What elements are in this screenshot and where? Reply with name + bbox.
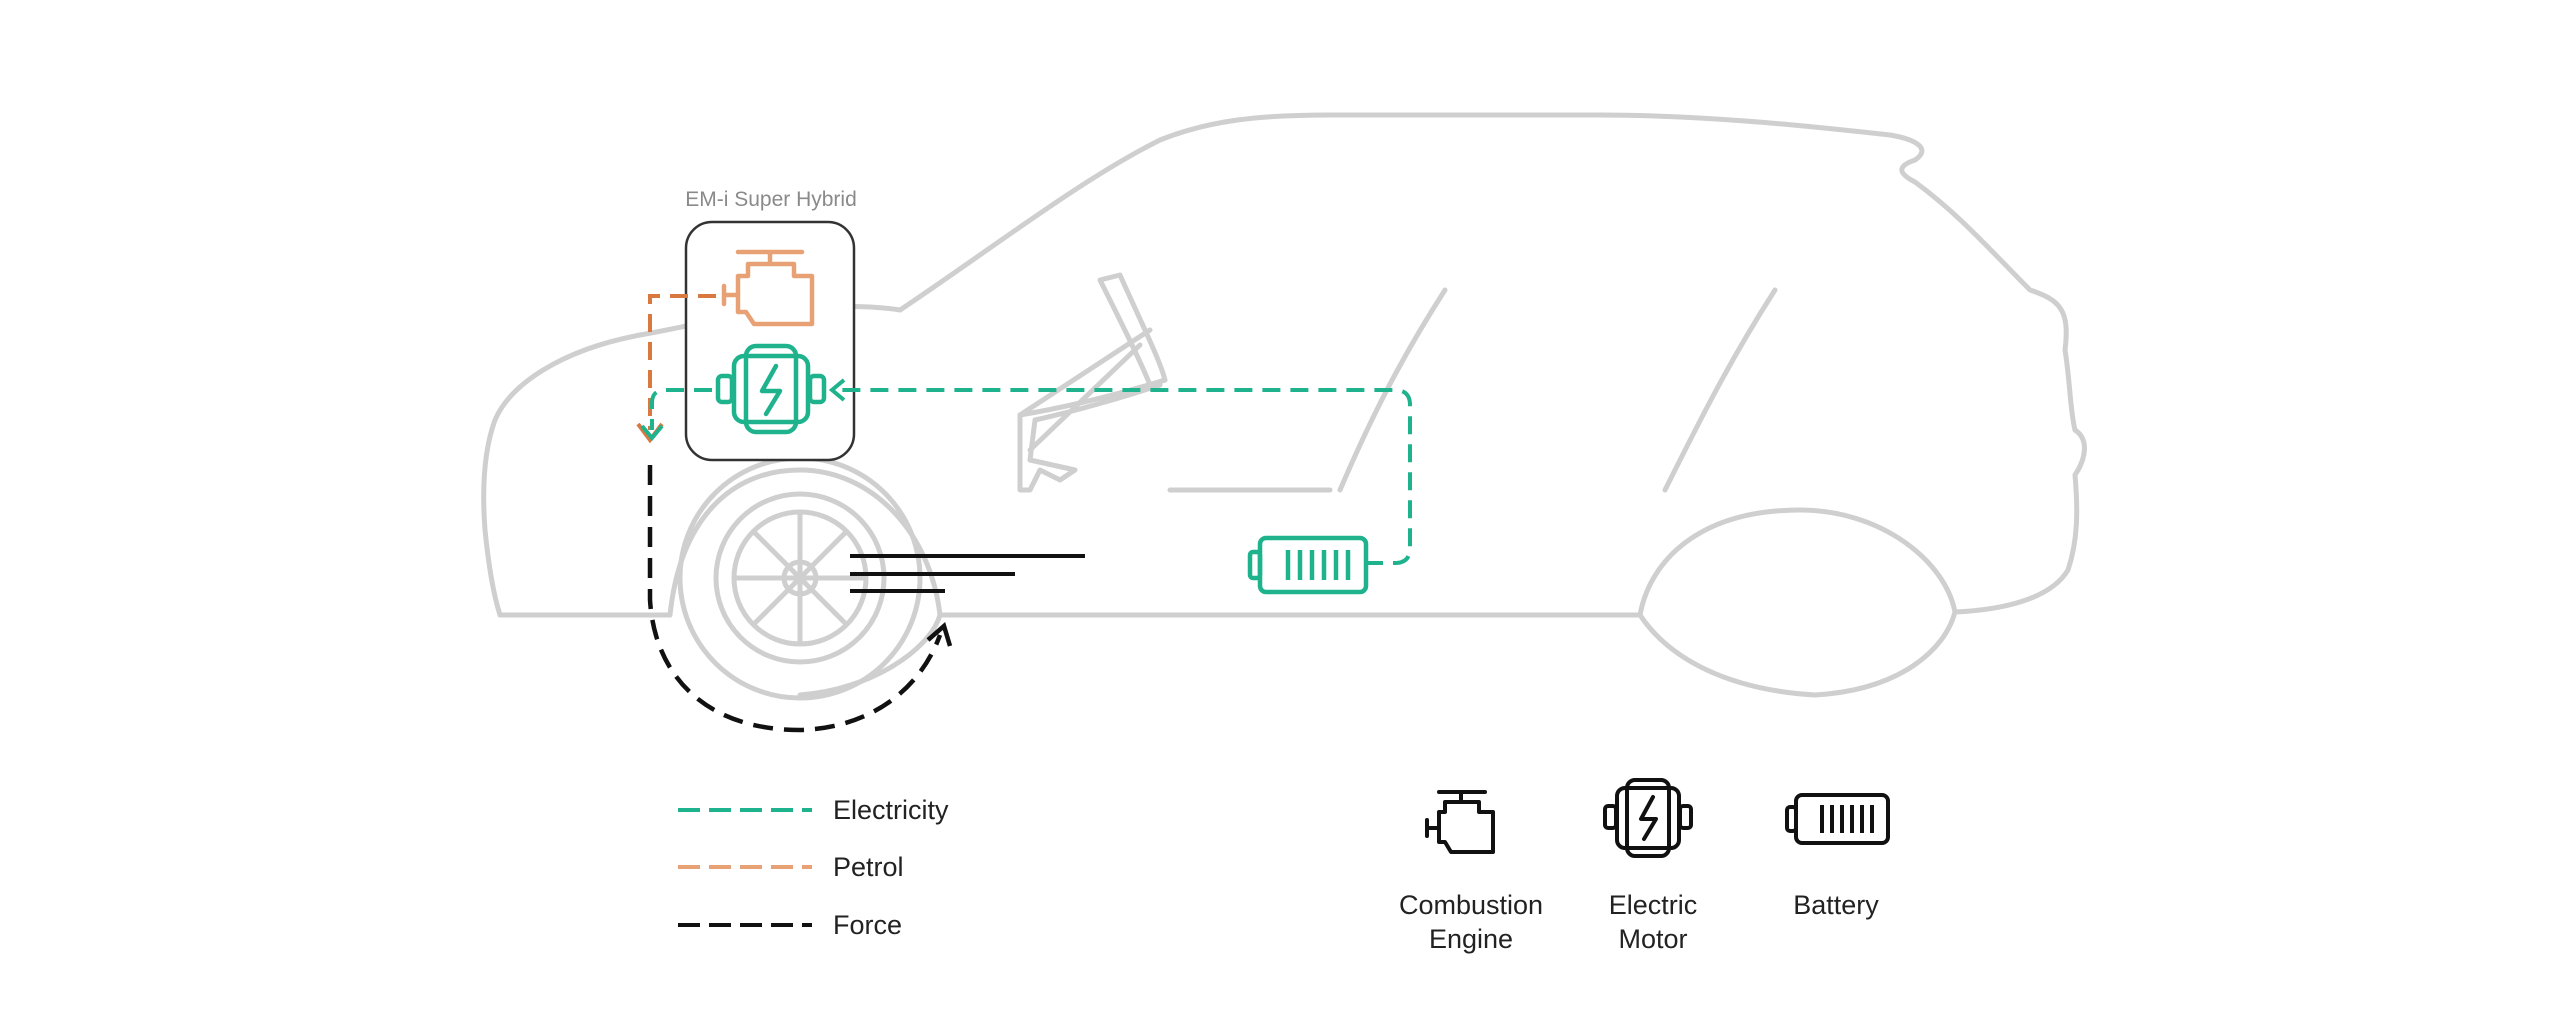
battery-label: Battery bbox=[1793, 890, 1879, 920]
diagram-title: EM-i Super Hybrid bbox=[685, 188, 857, 211]
legend-battery: Battery bbox=[1785, 793, 1890, 920]
legend-combustion-engine: Combustion Engine bbox=[1399, 790, 1543, 954]
electric-motor-icon bbox=[1603, 778, 1693, 858]
motor-label-line2: Motor bbox=[1618, 924, 1687, 954]
legend-item-petrol: Petrol bbox=[678, 852, 904, 882]
legend-item-force: Force bbox=[678, 910, 902, 940]
petrol-flow-line bbox=[648, 294, 716, 430]
legend-label: Force bbox=[833, 910, 902, 940]
force-arrow-icon bbox=[926, 622, 953, 647]
electricity-arrow-icon bbox=[828, 378, 846, 402]
legend-item-electricity: Electricity bbox=[678, 795, 949, 825]
motion-lines bbox=[850, 554, 1085, 593]
electricity-arrow-down-icon bbox=[640, 424, 664, 442]
combustion-label-line2: Engine bbox=[1429, 924, 1513, 954]
electricity-to-wheel-line bbox=[650, 388, 712, 430]
electric-motor-icon bbox=[715, 343, 827, 435]
legend-label: Petrol bbox=[833, 852, 904, 882]
force-flow-line bbox=[647, 465, 943, 733]
battery-icon bbox=[1785, 793, 1890, 845]
legend-label: Electricity bbox=[833, 795, 949, 825]
electricity-flow-line bbox=[840, 388, 1412, 565]
battery-icon bbox=[1247, 535, 1369, 595]
icon-legend: Combustion Engine Electric Motor bbox=[1399, 778, 1890, 954]
combustion-engine-icon bbox=[721, 249, 815, 327]
combustion-engine-icon bbox=[1425, 790, 1495, 854]
motor-label-line1: Electric bbox=[1609, 890, 1698, 920]
line-legend: Electricity Petrol Force bbox=[678, 795, 949, 940]
legend-electric-motor: Electric Motor bbox=[1603, 778, 1698, 954]
combustion-label-line1: Combustion bbox=[1399, 890, 1543, 920]
wheel-icon bbox=[677, 455, 923, 701]
